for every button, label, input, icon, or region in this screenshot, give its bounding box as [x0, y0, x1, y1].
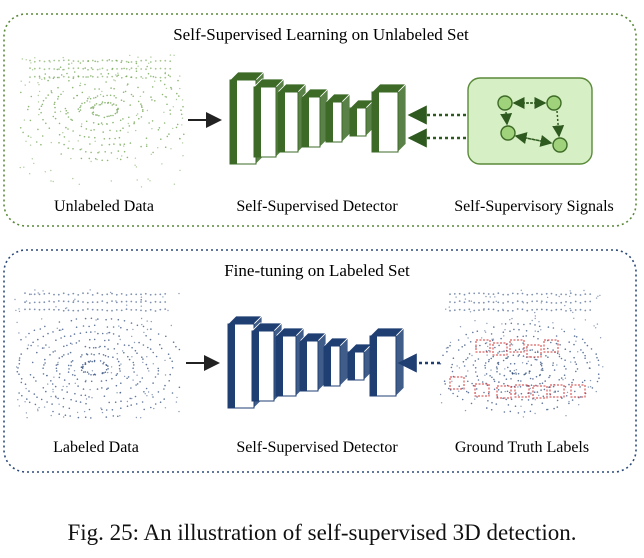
figure-caption: Fig. 25: An illustration of self-supervi…	[67, 520, 577, 545]
label-gt: Ground Truth Labels	[455, 439, 589, 456]
detector-layer	[349, 99, 375, 137]
gt-bounding-box	[496, 385, 512, 399]
detector-layer	[347, 343, 373, 381]
unlabeled-point-cloud	[19, 54, 185, 188]
gt-bounding-box	[532, 385, 548, 399]
labeled-point-cloud	[14, 289, 181, 419]
detector-layer	[301, 88, 329, 148]
detector-layer	[325, 93, 351, 143]
label-detector-bottom: Self-Supervised Detector	[236, 439, 398, 456]
gt-bounding-box	[570, 384, 586, 398]
ground-truth-point-cloud	[439, 289, 604, 418]
gt-bounding-box	[526, 344, 542, 358]
label-labeled-data: Labeled Data	[53, 439, 139, 456]
label-signals: Self-Supervisory Signals	[454, 198, 614, 215]
panel-top-title: Self-Supervised Learning on Unlabeled Se…	[173, 25, 469, 44]
detector-layer	[371, 83, 407, 153]
panel-self-supervised: Self-Supervised Learning on Unlabeled Se…	[3, 13, 637, 227]
self-supervisory-signals-box	[467, 77, 593, 165]
detector-layer	[299, 332, 327, 392]
gt-bounding-box	[514, 384, 530, 398]
signal-graph-icon	[497, 95, 568, 153]
gt-bounding-box	[492, 342, 508, 356]
label-detector-top: Self-Supervised Detector	[236, 198, 398, 215]
detector-layer	[277, 83, 307, 153]
gt-bounding-box	[475, 339, 491, 353]
gt-bounding-box	[474, 383, 490, 397]
gt-bounding-box	[549, 384, 565, 398]
label-unlabeled-data: Unlabeled Data	[54, 198, 154, 215]
detector-network-top	[229, 71, 407, 165]
panel-top-border	[3, 13, 637, 227]
panel-bottom-border	[3, 249, 637, 473]
detector-layer	[323, 337, 349, 387]
gt-bounding-box	[509, 339, 525, 353]
detector-network-bottom	[227, 315, 405, 409]
panel-bottom-title: Fine-tuning on Labeled Set	[224, 261, 410, 280]
detector-layer	[369, 327, 405, 397]
gt-bounding-box	[543, 339, 559, 353]
panel-fine-tuning: Fine-tuning on Labeled Set Labeled Data …	[3, 249, 637, 473]
gt-bounding-box	[449, 376, 465, 390]
